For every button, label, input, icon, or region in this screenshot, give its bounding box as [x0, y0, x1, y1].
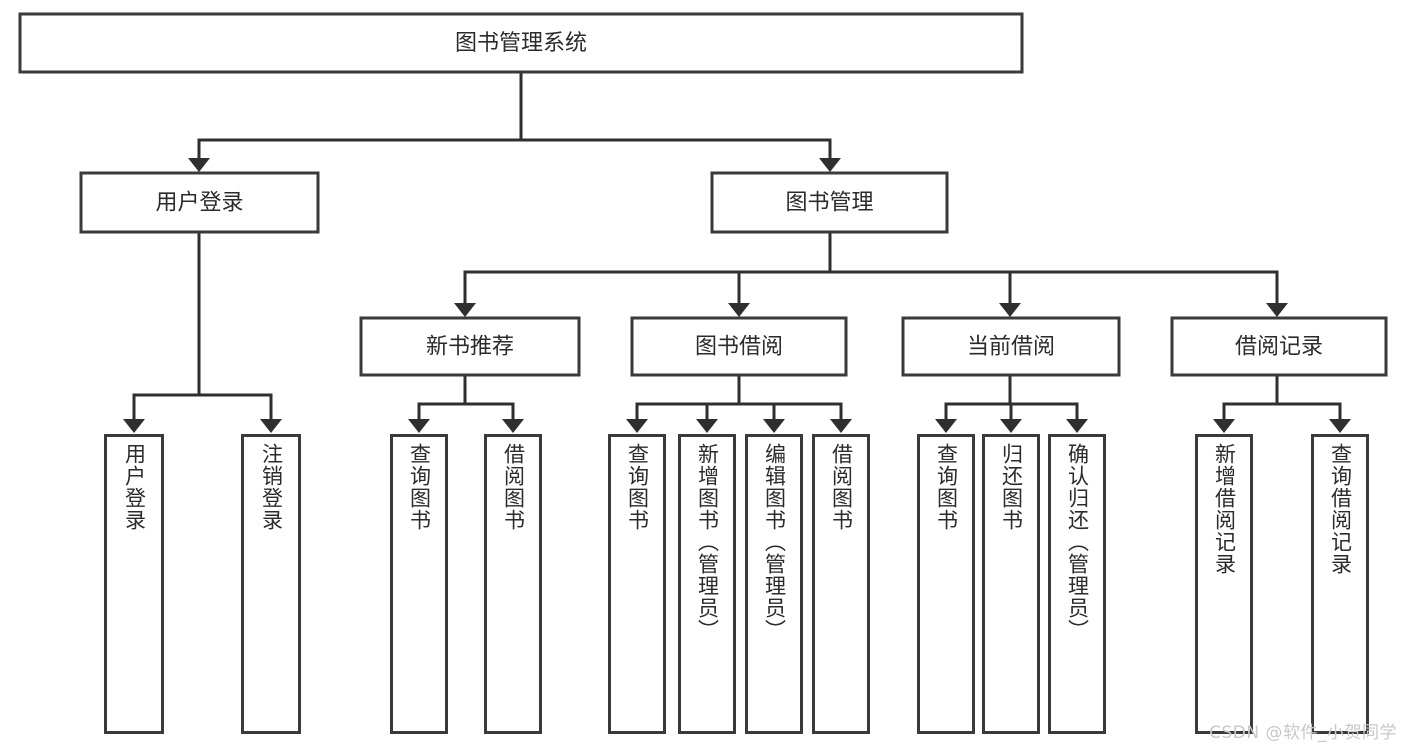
leaf-node-10[interactable]: 确认归还（管理员） [1048, 434, 1106, 734]
edge-arrowhead [1066, 419, 1088, 433]
edge-arrowhead [260, 419, 282, 433]
edge-arrowhead [1329, 419, 1351, 433]
leaf-node-8[interactable]: 查询图书 [917, 434, 975, 734]
leaf-node-2-label: 查询图书 [407, 443, 432, 531]
leaf-node-0[interactable]: 用户登录 [104, 434, 164, 734]
node-level2-0[interactable] [79, 171, 320, 234]
leaf-node-3-label: 借阅图书 [501, 443, 526, 531]
edge-arrowhead [696, 419, 718, 433]
edge-connector [463, 232, 832, 303]
node-level3-1[interactable] [630, 316, 848, 377]
edge-arrowhead [123, 419, 145, 433]
edge-arrowhead [728, 303, 750, 317]
edge-arrowhead [1000, 419, 1022, 433]
edge-connector [132, 232, 201, 419]
leaf-node-11-label: 新增借阅记录 [1212, 443, 1237, 575]
node-root-label: 图书管理系统 [455, 31, 587, 56]
leaf-node-0-label: 用户登录 [122, 443, 147, 531]
leaf-node-12-label: 查询借阅记录 [1328, 443, 1353, 575]
edge-connector [705, 375, 741, 419]
edge-connector [828, 232, 1012, 303]
edge-arrowhead [935, 419, 957, 433]
edge-arrowhead [999, 303, 1021, 317]
leaf-node-4-label: 查询图书 [625, 443, 650, 531]
edge-arrowhead [763, 419, 785, 433]
leaf-node-6-label: 编辑图书（管理员） [762, 443, 787, 641]
edges-layer [123, 72, 1351, 433]
edge-arrowhead [1266, 303, 1288, 317]
node-level3-3-label: 借阅记录 [1235, 335, 1323, 360]
node-level3-2-label: 当前借阅 [967, 335, 1055, 360]
leaf-node-8-label: 查询图书 [934, 443, 959, 531]
node-level3-0[interactable] [359, 316, 581, 377]
leaf-node-6[interactable]: 编辑图书（管理员） [745, 434, 803, 734]
node-level3-0-label: 新书推荐 [426, 335, 514, 360]
leaf-node-7[interactable]: 借阅图书 [812, 434, 870, 734]
leaf-node-1[interactable]: 注销登录 [241, 434, 301, 734]
edge-connector [1008, 375, 1079, 419]
edge-connector [519, 72, 832, 158]
leaf-node-2[interactable]: 查询图书 [390, 434, 448, 734]
node-level3-2[interactable] [901, 316, 1121, 377]
edge-arrowhead [188, 158, 210, 172]
leaf-node-5[interactable]: 新增图书（管理员） [678, 434, 736, 734]
edge-arrowhead [830, 419, 852, 433]
leaf-node-9[interactable]: 归还图书 [982, 434, 1040, 734]
edge-connector [944, 375, 1012, 419]
edge-arrowhead [1213, 419, 1235, 433]
node-level3-3[interactable] [1170, 316, 1388, 377]
leaf-node-7-label: 借阅图书 [829, 443, 854, 531]
leaf-node-10-label: 确认归还（管理员） [1065, 443, 1090, 641]
edge-arrowhead [819, 158, 841, 172]
edge-connector [828, 232, 1279, 303]
leaf-node-9-label: 归还图书 [999, 443, 1024, 531]
node-root[interactable] [18, 12, 1024, 74]
edge-connector [635, 375, 741, 419]
edge-connector [737, 232, 832, 303]
edge-connector [737, 375, 843, 419]
edge-connector [417, 375, 467, 419]
edge-arrowhead [502, 419, 524, 433]
leaf-node-5-label: 新增图书（管理员） [695, 443, 720, 641]
node-level3-1-label: 图书借阅 [695, 335, 783, 360]
edge-connector [1275, 375, 1342, 419]
edge-connector [197, 232, 273, 419]
edge-arrowhead [408, 419, 430, 433]
edge-connector [463, 375, 515, 419]
leaf-node-11[interactable]: 新增借阅记录 [1195, 434, 1253, 734]
edge-arrowhead [454, 303, 476, 317]
leaf-node-1-label: 注销登录 [259, 443, 284, 531]
leaf-node-3[interactable]: 借阅图书 [484, 434, 542, 734]
edge-connector [1222, 375, 1279, 419]
edge-connector [197, 72, 523, 158]
node-level2-1-label: 图书管理 [785, 191, 873, 216]
leaf-node-4[interactable]: 查询图书 [608, 434, 666, 734]
node-level2-1[interactable] [710, 171, 949, 234]
leaf-node-12[interactable]: 查询借阅记录 [1311, 434, 1369, 734]
node-level2-0-label: 用户登录 [155, 191, 243, 216]
edge-connector [737, 375, 776, 419]
edge-arrowhead [626, 419, 648, 433]
